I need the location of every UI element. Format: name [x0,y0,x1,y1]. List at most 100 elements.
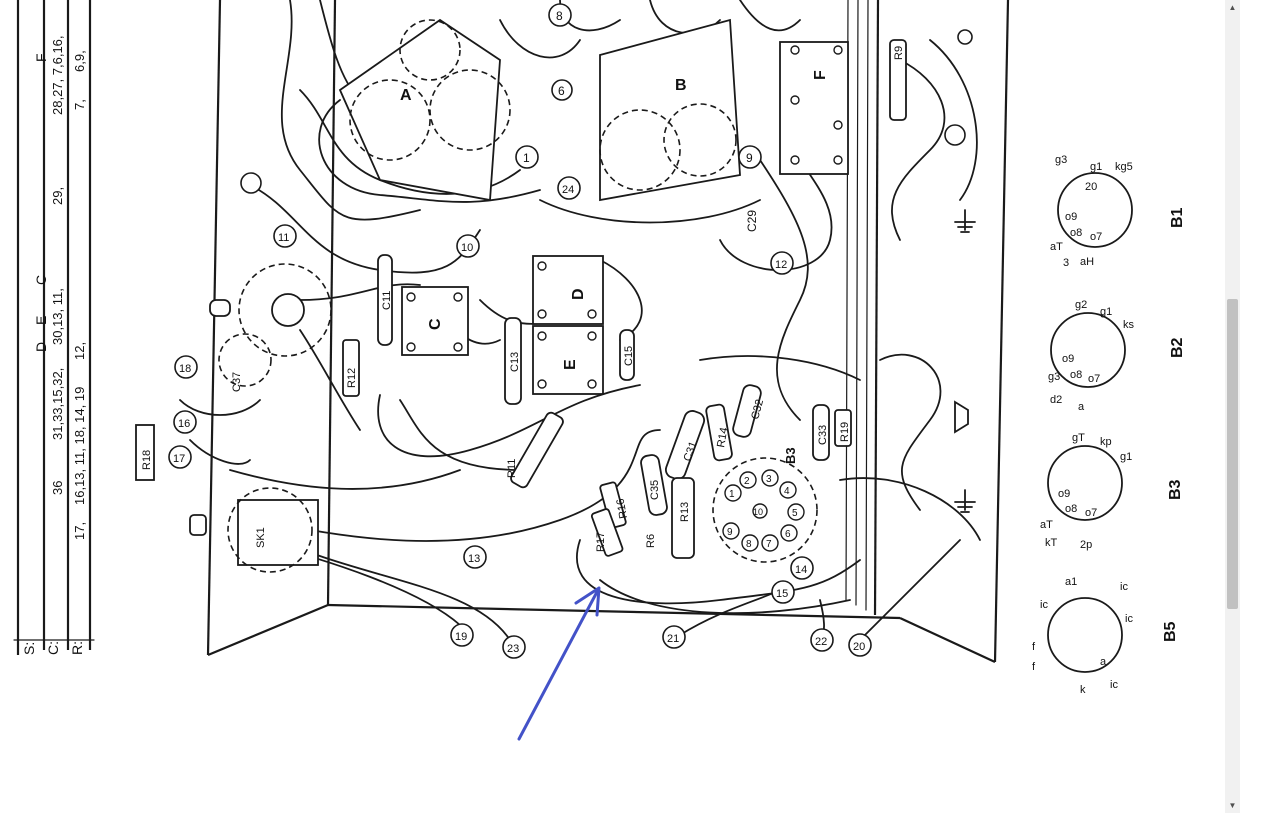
row-label-c: C: [45,641,61,655]
annotation-arrow [517,586,601,741]
svg-text:o7: o7 [1088,373,1100,385]
svg-text:o7: o7 [1085,507,1097,519]
svg-text:2p: 2p [1080,539,1092,551]
svg-text:20: 20 [1085,181,1097,193]
capacitor-c33 [812,404,830,461]
svg-text:o9: o9 [1058,488,1070,500]
wiring-diagram: F C E D S: C: R: 36 31,33,15,32, 30,13, … [13,0,1186,741]
svg-text:3: 3 [1063,257,1069,269]
resistor-r18 [135,424,155,481]
module-label-e: C [427,318,444,330]
svg-text:R9: R9 [893,46,905,60]
col-header-f: F [33,53,49,62]
svg-text:o8: o8 [1070,227,1082,239]
col-header-e: E [33,316,49,325]
svg-text:kp: kp [1100,436,1112,448]
valve-base-b1: g3 g1 20 kg5 o9 o8 o7 3 aT aH B1 [1050,154,1186,269]
svg-text:C37: C37 [231,372,243,392]
svg-text:R11: R11 [506,459,518,478]
svg-text:C35: C35 [649,480,661,500]
svg-text:17: 17 [173,453,185,465]
components: C11 C13 C15 C29 C31 C32 C33 C35 C37 R16 … [135,39,907,559]
module-f: F [779,41,849,175]
module-label-b: B [675,77,687,94]
svg-text:R12: R12 [346,368,358,388]
svg-text:aH: aH [1080,256,1094,268]
svg-text:8: 8 [746,539,752,550]
c-cell-1: 36 [50,481,65,495]
c-cell-5: 28,27, 7,6,16, [50,35,65,115]
svg-text:o9: o9 [1062,353,1074,365]
valve-base-b3: gT kp g1 o9 o8 o7 aT kT 2p B3 [1040,432,1184,551]
svg-text:ic: ic [1125,613,1133,625]
capacitor-c31 [664,410,706,480]
c-cell-4: 29, [50,187,65,205]
scrollbar-thumb[interactable] [1227,298,1238,609]
page-gutter [1240,0,1280,813]
col-header-c: C [33,275,49,285]
r-cell-5: 6,9, [72,50,87,72]
svg-text:C11: C11 [381,291,393,310]
svg-text:16: 16 [178,418,190,430]
svg-text:9: 9 [746,151,753,165]
vertical-scrollbar[interactable]: ▲ ▼ [1225,0,1240,813]
module-a: A [338,18,511,202]
svg-text:2: 2 [744,476,750,487]
svg-text:6: 6 [558,84,565,98]
valve-base-label-b5: B5 [1162,621,1179,642]
svg-text:g3: g3 [1048,371,1060,383]
scroll-up-arrow-icon[interactable]: ▲ [1228,3,1237,12]
module-label-c: D [570,288,587,300]
capacitor-c15 [619,329,635,381]
r-cell-3: 12, [72,342,87,360]
svg-text:15: 15 [776,588,788,600]
resistor-r17 [590,508,624,557]
c-cell-3: 30,13, 11, [50,288,65,345]
capacitor-c13 [504,317,522,405]
svg-text:gT: gT [1072,432,1085,444]
resistor-r19 [834,409,852,447]
document-viewer: F C E D S: C: R: 36 31,33,15,32, 30,13, … [13,0,1186,741]
svg-text:ic: ic [1120,581,1128,593]
r-cell-4: 7, [72,99,87,110]
svg-text:a: a [1078,401,1085,413]
svg-text:SK1: SK1 [255,527,267,548]
svg-text:kg5: kg5 [1115,161,1133,173]
svg-text:kT: kT [1045,537,1058,549]
module-b: B [599,18,741,202]
capacitor-c35 [640,454,668,516]
svg-text:o8: o8 [1065,503,1077,515]
svg-text:a: a [1100,656,1107,668]
svg-text:aT: aT [1040,519,1053,531]
col-header-d: D [33,342,49,352]
svg-text:22: 22 [815,636,827,648]
row-label-s: S: [21,642,37,655]
valve-base-b2: g2 g1 ks o9 o8 o7 g3 d2 a B2 [1048,299,1186,413]
module-c: D [532,255,604,325]
wire-number-bubbles: 1 6 8 9 10 11 12 13 14 15 16 17 18 19 20… [168,3,973,659]
module-d: E [532,325,604,395]
svg-text:14: 14 [795,564,807,576]
svg-text:ks: ks [1123,319,1135,331]
svg-text:C29: C29 [745,210,759,232]
svg-text:11: 11 [278,232,289,244]
r-cell-2: 16,13, 11, 18, 14, 19 [72,387,87,505]
valve-b3-socket: B3 1 2 3 4 5 6 7 8 9 10 [712,447,818,563]
svg-text:g2: g2 [1075,299,1087,311]
svg-text:9: 9 [727,527,733,538]
module-e: C [401,286,469,356]
svg-text:C13: C13 [509,352,521,372]
svg-text:R18: R18 [141,450,153,470]
svg-text:aT: aT [1050,241,1063,253]
svg-text:g1: g1 [1120,451,1132,463]
resistor-r12 [342,339,360,397]
c-cell-2: 31,33,15,32, [50,368,65,440]
scroll-down-arrow-icon[interactable]: ▼ [1228,801,1237,810]
earth-symbols [954,209,976,513]
svg-text:ic: ic [1040,599,1048,611]
svg-text:6: 6 [785,529,791,540]
component-table: F C E D S: C: R: 36 31,33,15,32, 30,13, … [13,0,95,655]
svg-text:8: 8 [556,9,563,23]
capacitor-c32 [732,384,762,438]
svg-text:d2: d2 [1050,394,1062,406]
